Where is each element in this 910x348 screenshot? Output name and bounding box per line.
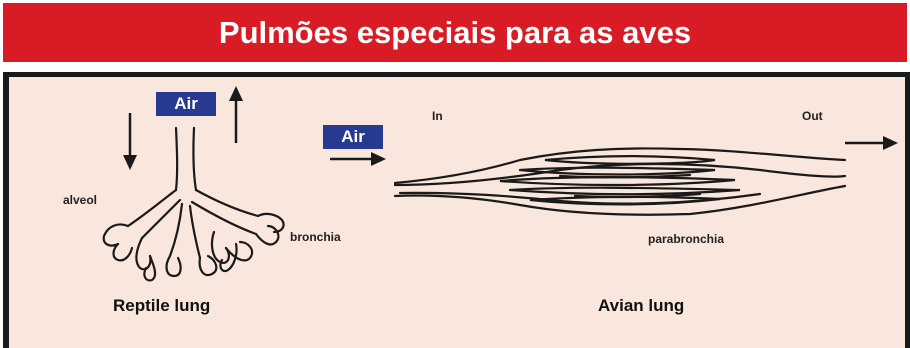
avian-lung-drawing	[393, 147, 847, 216]
up-arrow-icon	[229, 86, 243, 143]
out-label: Out	[802, 109, 823, 123]
air-badge-reptile: Air	[156, 92, 216, 116]
parabronchia-label: parabronchia	[648, 232, 725, 246]
down-arrow-icon	[123, 113, 137, 170]
reptile-lung-caption: Reptile lung	[113, 296, 211, 315]
alveol-label: alveol	[63, 193, 98, 207]
title-banner: Pulmões especiais para as aves	[3, 3, 907, 62]
page-title: Pulmões especiais para as aves	[218, 14, 692, 50]
air-out-arrow-icon	[845, 136, 898, 150]
diagram-panel	[3, 72, 910, 348]
air-badge-avian: Air	[323, 125, 383, 149]
air-label-avian: Air	[341, 127, 365, 146]
avian-lung-caption: Avian lung	[598, 296, 685, 315]
air-in-arrow-icon	[330, 152, 386, 166]
in-label: In	[432, 109, 443, 123]
reptile-lung-drawing	[102, 126, 285, 282]
air-label-reptile: Air	[174, 94, 198, 113]
bronchia-label: bronchia	[290, 230, 341, 244]
